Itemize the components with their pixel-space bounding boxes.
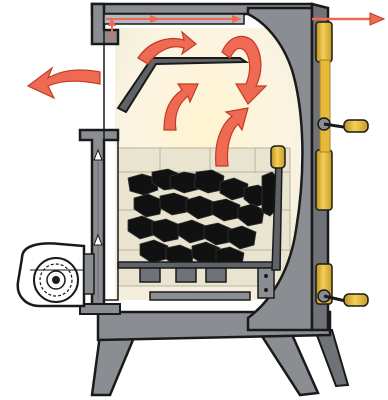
front-left-leg	[92, 335, 135, 395]
upper-hinge-top	[316, 22, 332, 62]
blower-fan-icon	[18, 243, 94, 306]
rear-right-leg	[315, 330, 348, 386]
lever-knob[interactable]	[271, 146, 285, 168]
front-right-leg	[258, 330, 318, 395]
upper-door-handle-icon[interactable]	[318, 118, 368, 132]
heat-flow-arrow-icon	[28, 68, 100, 98]
upper-glass-edge	[320, 60, 330, 152]
upper-hinge-bottom	[316, 150, 332, 210]
